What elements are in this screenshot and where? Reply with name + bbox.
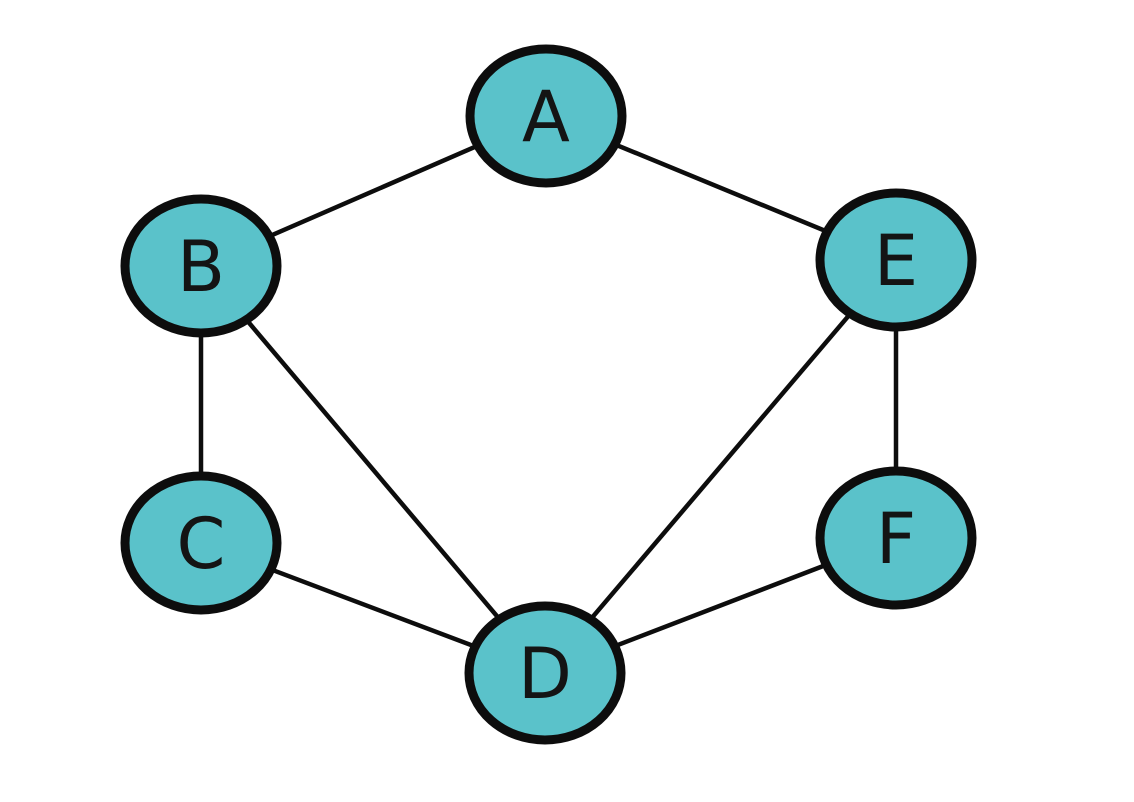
edge-D-E [542,257,899,676]
node-circle-C [120,471,282,615]
node-F: F [815,466,977,610]
node-B: B [120,194,282,338]
node-circle-D [464,601,626,745]
edges-layer [198,113,899,676]
edge-B-D [198,263,548,676]
node-A: A [465,44,627,188]
node-D: D [464,601,626,745]
node-E: E [815,188,977,332]
nodes-layer: A BC D EF [120,44,977,745]
node-circle-A [465,44,627,188]
node-circle-E [815,188,977,332]
node-circle-B [120,194,282,338]
node-C: C [120,471,282,615]
node-circle-F [815,466,977,610]
